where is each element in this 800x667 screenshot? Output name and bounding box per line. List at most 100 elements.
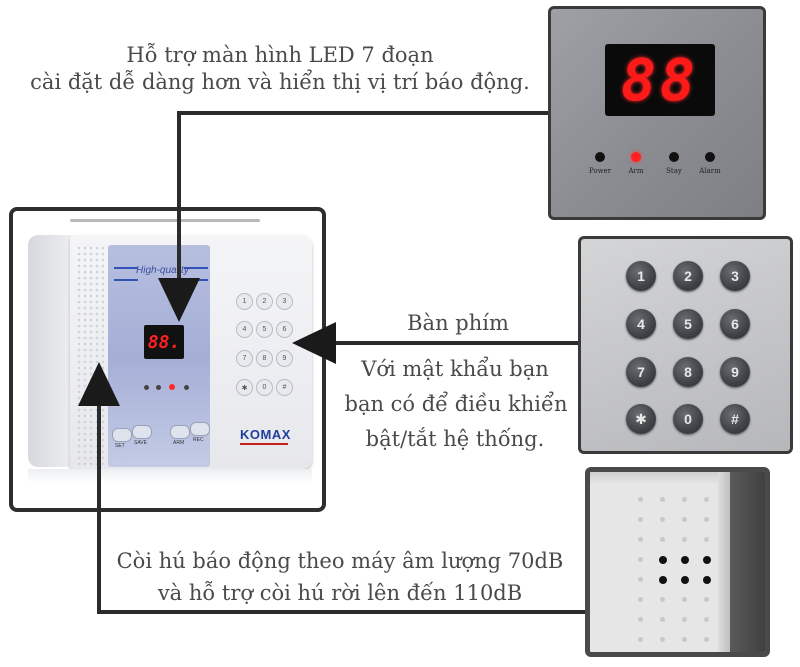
siren-hole-open bbox=[681, 576, 689, 584]
siren-caption-line2: và hỗ trợ còi hú rời lên đến 110dB bbox=[157, 581, 523, 605]
keypad-key-hash[interactable]: # bbox=[720, 404, 750, 434]
siren-hole bbox=[660, 517, 665, 522]
siren-hole bbox=[704, 637, 709, 642]
power-indicator bbox=[595, 152, 605, 162]
panel-stripes-left bbox=[114, 267, 138, 281]
siren-hole bbox=[704, 597, 709, 602]
arm-label: Arm bbox=[628, 167, 644, 175]
device-key-1[interactable]: 1 bbox=[236, 293, 253, 310]
led-window: 88 bbox=[605, 44, 715, 116]
siren-hole bbox=[638, 517, 643, 522]
device-key-5[interactable]: 5 bbox=[256, 321, 273, 338]
brand-label: High-quality bbox=[136, 265, 189, 276]
siren-hole bbox=[638, 497, 643, 502]
siren-bevel bbox=[718, 472, 730, 652]
logo-underline bbox=[240, 443, 288, 445]
device-key-4[interactable]: 4 bbox=[236, 321, 253, 338]
siren-hole bbox=[682, 537, 687, 542]
keypad-key-star[interactable]: ✱ bbox=[626, 404, 656, 434]
device-display: 88. bbox=[144, 325, 184, 359]
keypad-caption-line1: Với mật khẩu bạn bbox=[361, 357, 549, 381]
led-connector-v bbox=[177, 111, 181, 281]
keypad-key-5[interactable]: 5 bbox=[673, 309, 703, 339]
device-led-1 bbox=[144, 385, 149, 390]
device-key-0[interactable]: 0 bbox=[256, 379, 273, 396]
komax-logo: KOMAX bbox=[240, 427, 291, 442]
rec-key-label: REC bbox=[193, 437, 204, 443]
arm-key[interactable] bbox=[170, 425, 190, 439]
siren-hole bbox=[638, 557, 643, 562]
keypad-key-1[interactable]: 1 bbox=[626, 261, 656, 291]
siren-hole bbox=[638, 637, 643, 642]
siren-hole-open bbox=[703, 556, 711, 564]
keypad-key-6[interactable]: 6 bbox=[720, 309, 750, 339]
siren-edge bbox=[730, 472, 765, 652]
keypad-key-3[interactable]: 3 bbox=[720, 261, 750, 291]
siren-hole bbox=[660, 597, 665, 602]
device-key-3[interactable]: 3 bbox=[276, 293, 293, 310]
device-key-star[interactable]: ✱ bbox=[236, 379, 253, 396]
device-key-6[interactable]: 6 bbox=[276, 321, 293, 338]
siren-hole bbox=[638, 577, 643, 582]
siren-hole bbox=[660, 497, 665, 502]
siren-hole-open bbox=[659, 556, 667, 564]
keypad-key-9[interactable]: 9 bbox=[720, 357, 750, 387]
arm-key-label: ARM bbox=[173, 440, 185, 446]
siren-hole bbox=[660, 617, 665, 622]
device-key-hash[interactable]: # bbox=[276, 379, 293, 396]
save-key[interactable] bbox=[132, 425, 152, 439]
siren-hole bbox=[660, 537, 665, 542]
siren-hole bbox=[704, 617, 709, 622]
set-key[interactable] bbox=[112, 428, 132, 442]
keypad-connector bbox=[330, 341, 579, 345]
save-key-label: SAVE bbox=[134, 440, 147, 446]
rec-key[interactable] bbox=[190, 422, 210, 436]
antenna bbox=[70, 219, 260, 222]
siren-hole-open bbox=[659, 576, 667, 584]
device-key-9[interactable]: 9 bbox=[276, 350, 293, 367]
keypad-panel: 1 2 3 4 5 6 7 8 9 ✱ 0 # bbox=[578, 236, 793, 454]
device-reflection bbox=[28, 469, 312, 483]
device-led-2 bbox=[156, 385, 161, 390]
led-caption-line1: Hỗ trợ màn hình LED 7 đoạn bbox=[126, 43, 434, 67]
siren-connector-h bbox=[97, 610, 586, 614]
keypad-caption-line2: bạn có để điều khiển bbox=[344, 392, 568, 416]
alarm-label: Alarm bbox=[699, 167, 721, 175]
keypad-key-8[interactable]: 8 bbox=[673, 357, 703, 387]
siren-hole bbox=[682, 517, 687, 522]
siren-hole bbox=[638, 617, 643, 622]
device-key-8[interactable]: 8 bbox=[256, 350, 273, 367]
led-caption-line2: cài đặt dễ dàng hơn và hiển thị vị trí b… bbox=[30, 70, 530, 94]
device-key-7[interactable]: 7 bbox=[236, 350, 253, 367]
keypad-caption-line3: bật/tắt hệ thống. bbox=[365, 427, 545, 451]
siren-connector-v bbox=[97, 400, 101, 614]
siren-hole bbox=[682, 497, 687, 502]
siren-hole-open bbox=[681, 556, 689, 564]
device-display-digits: 88. bbox=[147, 331, 181, 353]
alarm-device: High-quality 88. SET SAVE ARM REC 1 2 3 … bbox=[28, 215, 312, 483]
led-arrowhead bbox=[158, 278, 200, 322]
keypad-key-2[interactable]: 2 bbox=[673, 261, 703, 291]
alarm-indicator bbox=[705, 152, 715, 162]
keypad-arrowhead bbox=[292, 322, 336, 364]
keypad-key-4[interactable]: 4 bbox=[626, 309, 656, 339]
siren-hole bbox=[704, 537, 709, 542]
set-key-label: SET bbox=[115, 443, 125, 449]
siren-hole bbox=[704, 497, 709, 502]
stay-indicator bbox=[669, 152, 679, 162]
siren-hole bbox=[660, 637, 665, 642]
siren-panel bbox=[585, 467, 770, 657]
device-key-2[interactable]: 2 bbox=[256, 293, 273, 310]
keypad-key-7[interactable]: 7 bbox=[626, 357, 656, 387]
led-digits: 88 bbox=[621, 46, 699, 114]
keypad-key-0[interactable]: 0 bbox=[673, 404, 703, 434]
siren-arrowhead bbox=[78, 362, 120, 406]
siren-hole bbox=[682, 597, 687, 602]
siren-hole bbox=[704, 517, 709, 522]
led-connector-h bbox=[177, 111, 549, 115]
siren-hole bbox=[638, 597, 643, 602]
siren-top-shade bbox=[590, 472, 718, 484]
device-led-4 bbox=[184, 385, 189, 390]
keypad-caption-title: Bàn phím bbox=[407, 311, 509, 335]
arm-indicator bbox=[631, 152, 641, 162]
